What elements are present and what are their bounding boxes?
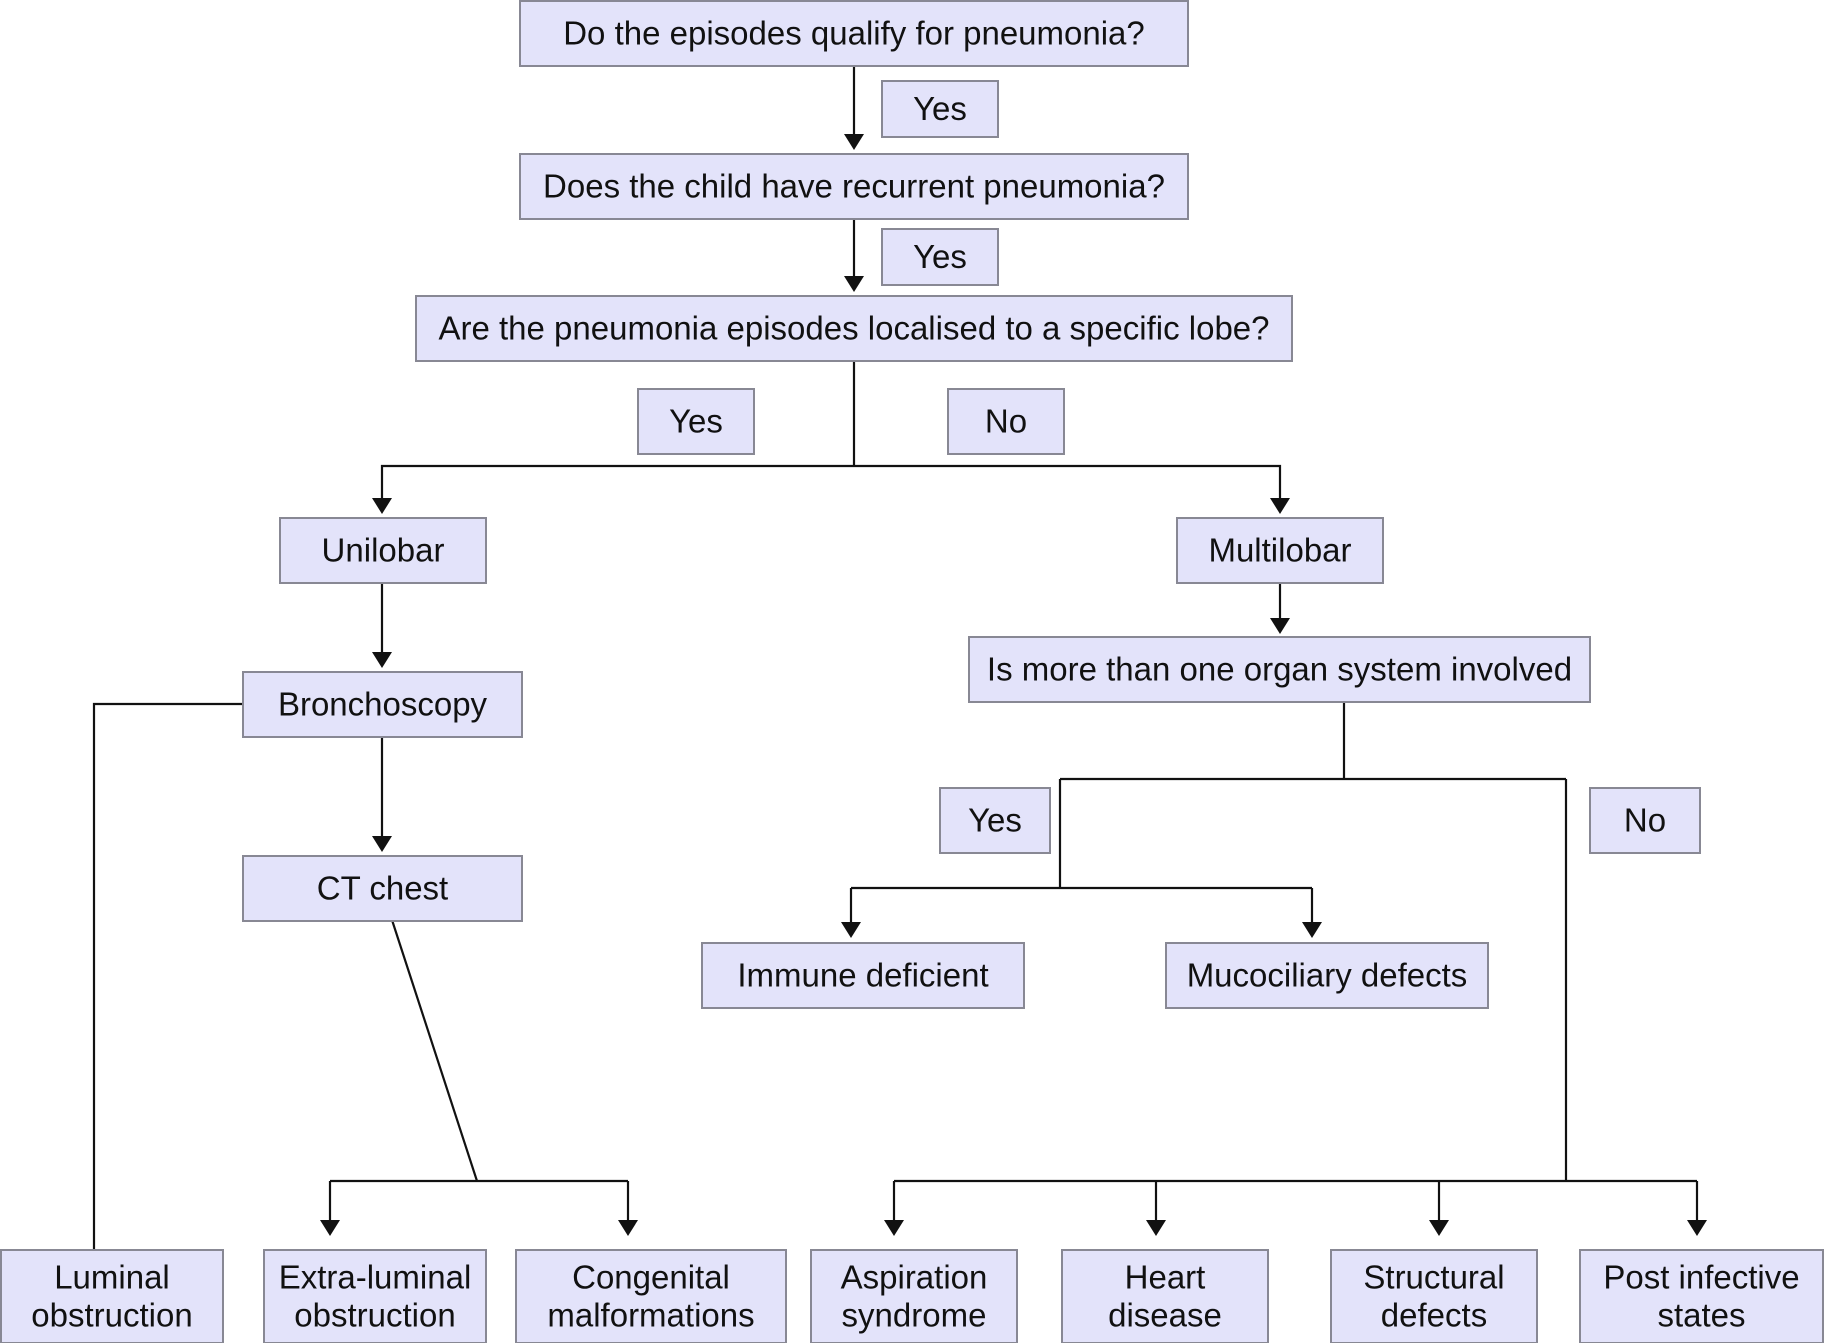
- label-yes-3-text: Yes: [669, 403, 723, 440]
- label-no-3-text: No: [985, 403, 1027, 440]
- node-q-recurrent-text: Does the child have recurrent pneumonia?: [543, 168, 1165, 205]
- arrowhead: [884, 1220, 904, 1236]
- node-mucociliary-box: [1165, 942, 1489, 1009]
- arrowhead: [844, 134, 864, 150]
- connectors: [92, 66, 1707, 1250]
- arrowhead: [1429, 1220, 1449, 1236]
- arrowhead: [372, 498, 392, 514]
- node-bronchoscopy: Bronchoscopy: [242, 671, 523, 738]
- node-extraluminal-text: obstruction: [294, 1297, 455, 1334]
- node-structural-box: [1330, 1249, 1538, 1343]
- node-postinfective-text: Post infective: [1603, 1259, 1799, 1296]
- label-yes-1: Yes: [881, 80, 999, 138]
- label-yes-2-box: [881, 228, 999, 286]
- node-congenital-text: Congenital: [572, 1259, 730, 1296]
- arrowhead: [1270, 618, 1290, 634]
- node-postinfective-text: states: [1657, 1297, 1745, 1334]
- node-structural-text: defects: [1381, 1297, 1487, 1334]
- node-unilobar-text: Unilobar: [322, 532, 445, 569]
- node-luminal-text: obstruction: [31, 1297, 192, 1334]
- node-aspiration-text: syndrome: [842, 1297, 987, 1334]
- node-structural-text: Structural: [1363, 1259, 1504, 1296]
- node-multilobar: Multilobar: [1176, 517, 1384, 584]
- label-no-3-box: [947, 388, 1065, 455]
- arrowhead: [1146, 1220, 1166, 1236]
- label-no-4-text: No: [1624, 802, 1666, 839]
- edge-ct-split: [390, 919, 479, 1182]
- node-postinfective-box: [1579, 1249, 1824, 1343]
- node-immune: Immune deficient: [701, 942, 1025, 1009]
- label-no-3: No: [947, 388, 1065, 455]
- node-aspiration-box: [810, 1249, 1018, 1343]
- node-bronchoscopy-text: Bronchoscopy: [278, 686, 488, 723]
- arrowhead: [320, 1220, 340, 1236]
- node-congenital-text: malformations: [547, 1297, 754, 1334]
- node-heart-text: disease: [1108, 1297, 1222, 1334]
- edge-to-multilobar: [854, 464, 1282, 502]
- arrowhead: [841, 922, 861, 938]
- node-q-organ: Is more than one organ system involved: [968, 636, 1591, 703]
- label-yes-2-text: Yes: [913, 238, 967, 275]
- arrowhead: [1270, 498, 1290, 514]
- node-heart-box: [1061, 1249, 1269, 1343]
- label-yes-1-box: [881, 80, 999, 138]
- label-no-4-box: [1589, 787, 1701, 854]
- node-ct-chest-box: [242, 855, 523, 922]
- node-luminal-text: Luminal: [54, 1259, 170, 1296]
- node-q-recurrent: Does the child have recurrent pneumonia?: [519, 153, 1189, 220]
- node-mucociliary-text: Mucociliary defects: [1187, 957, 1468, 994]
- arrowhead: [1687, 1220, 1707, 1236]
- label-no-4: No: [1589, 787, 1701, 854]
- label-yes-3: Yes: [637, 388, 755, 455]
- node-immune-box: [701, 942, 1025, 1009]
- node-extraluminal-text: Extra-luminal: [279, 1259, 472, 1296]
- node-immune-text: Immune deficient: [737, 957, 988, 994]
- label-yes-2: Yes: [881, 228, 999, 286]
- node-q-organ-box: [968, 636, 1591, 703]
- node-bronchoscopy-box: [242, 671, 523, 738]
- node-unilobar: Unilobar: [279, 517, 487, 584]
- label-yes-4-box: [939, 787, 1051, 854]
- arrowhead: [844, 276, 864, 292]
- node-q-organ-text: Is more than one organ system involved: [987, 651, 1572, 688]
- node-multilobar-box: [1176, 517, 1384, 584]
- node-multilobar-text: Multilobar: [1208, 532, 1351, 569]
- node-ct-chest-text: CT chest: [317, 870, 448, 907]
- label-yes-3-box: [637, 388, 755, 455]
- edge-to-unilobar: [380, 464, 854, 502]
- arrowhead: [618, 1220, 638, 1236]
- node-heart-text: Heart: [1125, 1259, 1206, 1296]
- node-luminal-box: [0, 1249, 224, 1343]
- label-yes-4: Yes: [939, 787, 1051, 854]
- arrowhead: [372, 652, 392, 668]
- node-q-recurrent-box: [519, 153, 1189, 220]
- node-congenital-box: [515, 1249, 787, 1343]
- node-mucociliary: Mucociliary defects: [1165, 942, 1489, 1009]
- node-ct-chest: CT chest: [242, 855, 523, 922]
- arrowhead: [372, 836, 392, 852]
- node-q-qualify-text: Do the episodes qualify for pneumonia?: [563, 15, 1145, 52]
- node-extraluminal-box: [263, 1249, 487, 1343]
- label-yes-4-text: Yes: [968, 802, 1022, 839]
- node-unilobar-box: [279, 517, 487, 584]
- node-aspiration-text: Aspiration: [841, 1259, 988, 1296]
- node-q-qualify: Do the episodes qualify for pneumonia?: [519, 0, 1189, 67]
- arrowhead: [1302, 922, 1322, 938]
- node-q-localised-text: Are the pneumonia episodes localised to …: [438, 310, 1269, 347]
- node-q-localised-box: [415, 295, 1293, 362]
- node-q-qualify-box: [519, 0, 1189, 67]
- edge-bronchoscopy-luminal: [92, 702, 242, 1250]
- label-yes-1-text: Yes: [913, 90, 967, 127]
- node-q-localised: Are the pneumonia episodes localised to …: [415, 295, 1293, 362]
